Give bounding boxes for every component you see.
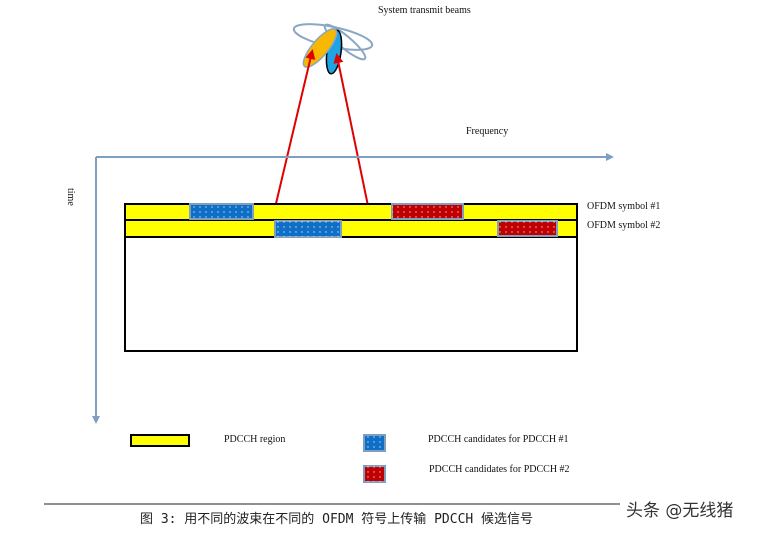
beam-arrow-symbol1 [273,49,316,213]
beams-label: System transmit beams [378,5,471,16]
transmit-beams-icon [292,23,374,75]
candidate-pdcch1-symbol1 [189,203,254,220]
row-label-symbol1: OFDM symbol #1 [587,201,660,212]
time-label: time [65,188,76,206]
legend-region-label: PDCCH region [224,434,285,445]
beam-arrow-symbol2 [333,53,374,231]
watermark: 头条 @无线猪 [626,501,733,521]
frequency-label: Frequency [466,126,508,137]
figure-caption: 图 3: 用不同的波束在不同的 OFDM 符号上传输 PDCCH 候选信号 [140,511,533,527]
row-label-symbol2: OFDM symbol #2 [587,220,660,231]
legend-cand1-swatch [363,434,386,452]
candidate-pdcch2-symbol2 [497,220,558,237]
legend-region-swatch [130,434,190,447]
candidate-pdcch2-symbol1 [391,203,464,220]
legend-cand2-label: PDCCH candidates for PDCCH #2 [429,464,570,475]
candidate-pdcch1-symbol2 [274,220,342,238]
legend-cand1-label: PDCCH candidates for PDCCH #1 [428,434,569,445]
pdcch-region-symbol2 [124,219,578,238]
legend-cand2-swatch [363,465,386,483]
